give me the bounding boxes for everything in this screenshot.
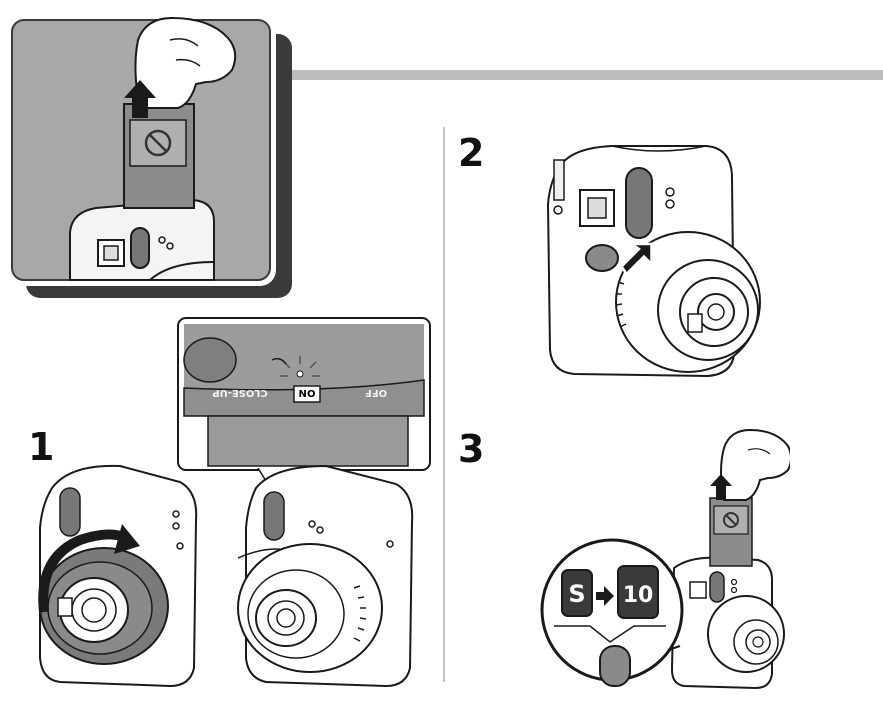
step-3-number: 3 bbox=[458, 427, 485, 471]
section-header-bar bbox=[292, 70, 883, 80]
step-2-number: 2 bbox=[458, 131, 485, 175]
dial-off-label: OFF bbox=[365, 387, 387, 398]
closeup-dial-detail-illustration: ON CLOSE-UP OFF bbox=[177, 317, 431, 471]
step-1-number: 1 bbox=[28, 425, 55, 469]
counter-start-label: S bbox=[568, 580, 585, 608]
camera-turn-lens-illustration bbox=[38, 464, 198, 688]
column-divider bbox=[443, 127, 445, 682]
film-counter-check-illustration: S 10 bbox=[540, 428, 790, 690]
dial-on-label: ON bbox=[299, 387, 316, 398]
counter-end-label: 10 bbox=[623, 583, 654, 608]
camera-power-on-illustration bbox=[546, 145, 761, 378]
film-shield-removal-illustration bbox=[6, 14, 292, 298]
camera-closeup-mode-illustration bbox=[237, 464, 414, 688]
dial-closeup-label: CLOSE-UP bbox=[212, 387, 268, 398]
